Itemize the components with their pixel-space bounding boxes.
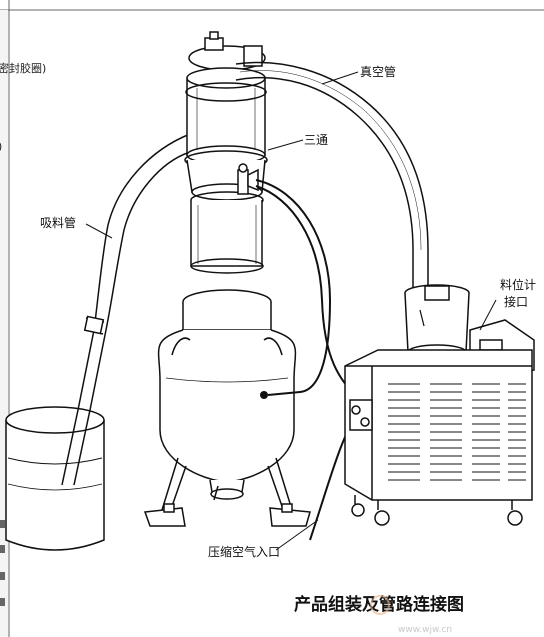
left-fragment-2: ) — [0, 140, 2, 153]
vacuum-hopper — [184, 31, 268, 274]
material-bucket — [5, 406, 105, 551]
watermark: www.wjw.cn — [370, 595, 452, 635]
label-level-gauge-line2: 接口 — [504, 294, 528, 309]
label-suction-pipe: 吸料管 — [40, 215, 76, 230]
tee-fitting — [237, 163, 259, 195]
vacuum-unit — [344, 284, 535, 526]
label-compressed-air-inlet: 压缩空气入口 — [208, 544, 280, 559]
left-fragment-1: 密封胶圈) — [0, 61, 46, 75]
vacuum-pipe — [235, 61, 429, 292]
diagram-title: 产品组装及管路连接图 — [294, 594, 464, 615]
label-level-gauge-line1: 料位计 — [500, 277, 536, 292]
label-vacuum-pipe: 真空管 — [360, 64, 396, 79]
suction-pipe — [61, 133, 191, 486]
storage-tank — [143, 289, 311, 527]
leader-lines — [85, 71, 497, 551]
watermark-url: www.wjw.cn — [398, 625, 452, 635]
label-tee: 三通 — [304, 133, 328, 147]
